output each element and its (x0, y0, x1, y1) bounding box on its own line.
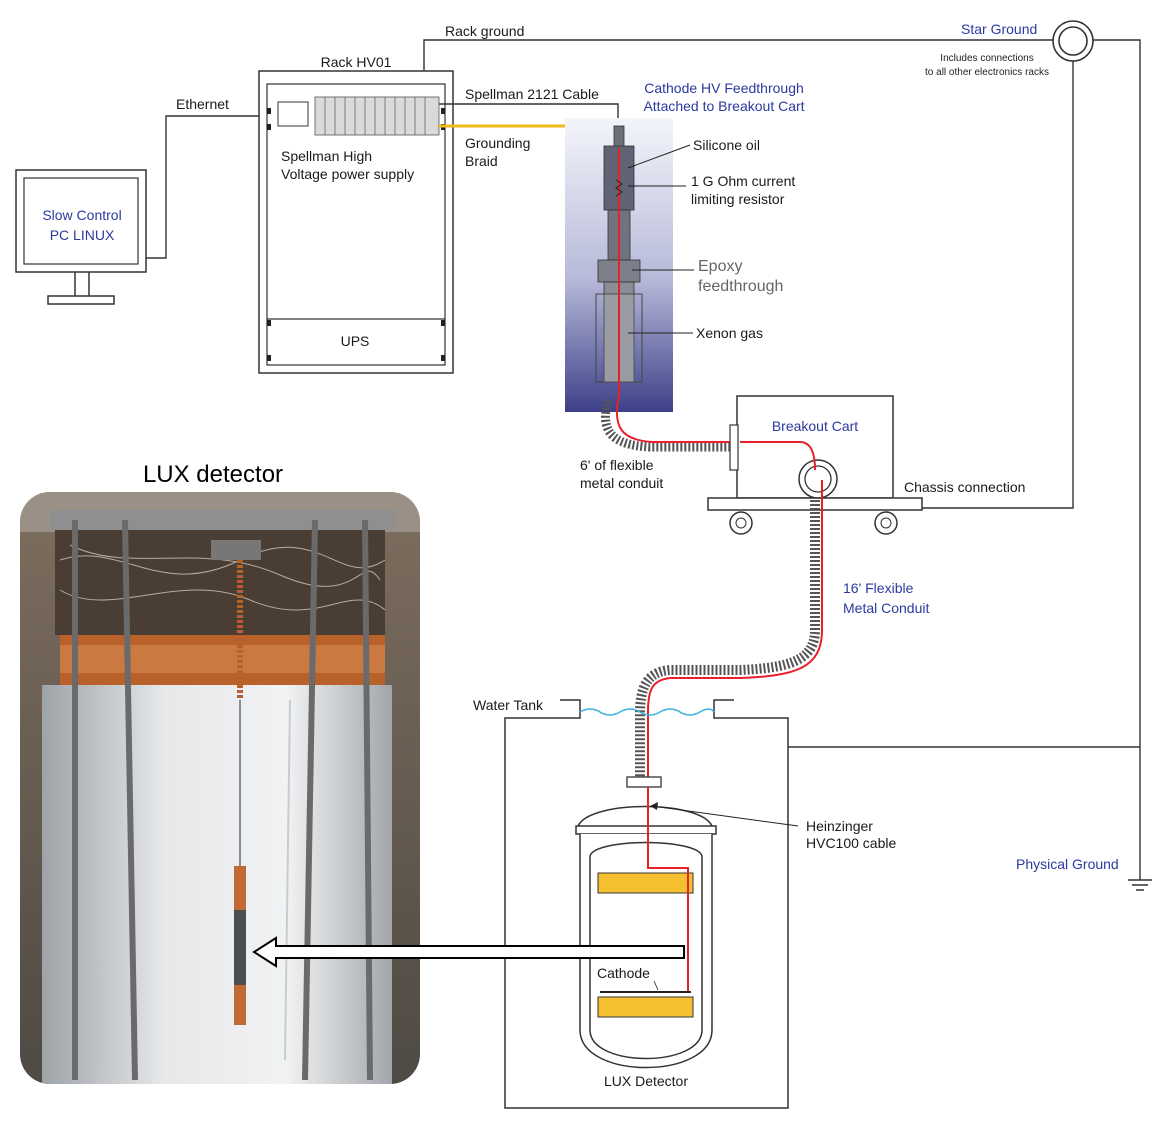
conduit-6ft-label-2: metal conduit (580, 475, 663, 491)
includes-connections-line-1: Includes connections (940, 53, 1033, 64)
feedthrough-leaders (627, 144, 694, 334)
water-tank-label: Water Tank (473, 697, 544, 713)
ups-label: UPS (341, 333, 370, 349)
breakout-cart-label: Breakout Cart (772, 418, 858, 434)
rack-hv01 (258, 70, 454, 374)
star-ground-label: Star Ground (961, 21, 1037, 37)
epoxy-label-1: Epoxy (698, 258, 742, 275)
lux-detector-cryostat (575, 776, 799, 1069)
cathode-hv-feedthrough (565, 118, 673, 412)
chassis-connection-label: Chassis connection (904, 479, 1025, 495)
conduit-6ft-label-1: 6' of flexible (580, 457, 654, 473)
rack-ground-label: Rack ground (445, 23, 524, 39)
feedthrough-title-2: Attached to Breakout Cart (643, 98, 804, 114)
pc-label-2: PC LINUX (50, 227, 115, 243)
feedthrough-title-1: Cathode HV Feedthrough (644, 80, 804, 96)
ground-icon (1128, 879, 1152, 891)
resistor-label-1: 1 G Ohm current (691, 173, 795, 189)
heinzinger-label-2: HVC100 cable (806, 835, 896, 851)
lux-detector-photo (20, 492, 420, 1084)
pc-label-1: Slow Control (42, 207, 121, 223)
flexible-conduit-16ft (635, 480, 823, 865)
slow-control-pc (15, 115, 290, 305)
epoxy-label-2: feedthrough (698, 278, 783, 295)
ethernet-label: Ethernet (176, 96, 229, 112)
rack-name-label: Rack HV01 (321, 54, 392, 70)
psu-label-1: Spellman High (281, 148, 372, 164)
ground-wiring (423, 39, 1141, 880)
lux-detector-photo-title: LUX detector (143, 461, 283, 488)
silicone-oil-label: Silicone oil (693, 137, 760, 153)
psu-label-2: Voltage power supply (281, 166, 414, 182)
cathode-label: Cathode (597, 965, 650, 981)
grounding-braid-label-1: Grounding (465, 135, 530, 151)
lux-detector-diagram-label: LUX Detector (604, 1073, 688, 1089)
star-ground-icon (1052, 20, 1094, 62)
spellman-cable-label: Spellman 2121 Cable (465, 86, 599, 102)
physical-ground-label: Physical Ground (1016, 856, 1119, 872)
resistor-label-2: limiting resistor (691, 191, 785, 207)
includes-connections-line-2: to all other electronics racks (925, 67, 1049, 78)
grounding-braid-label-2: Braid (465, 153, 498, 169)
xenon-gas-label: Xenon gas (696, 325, 763, 341)
water-tank (504, 699, 789, 1109)
conduit-16ft-label-1: 16' Flexible (843, 580, 914, 596)
conduit-16ft-label-2: Metal Conduit (843, 600, 929, 616)
breakout-cart (707, 395, 923, 535)
detector-pointer-arrow (252, 936, 685, 968)
flexible-conduit-6ft (600, 394, 740, 452)
heinzinger-label-1: Heinzinger (806, 818, 873, 834)
